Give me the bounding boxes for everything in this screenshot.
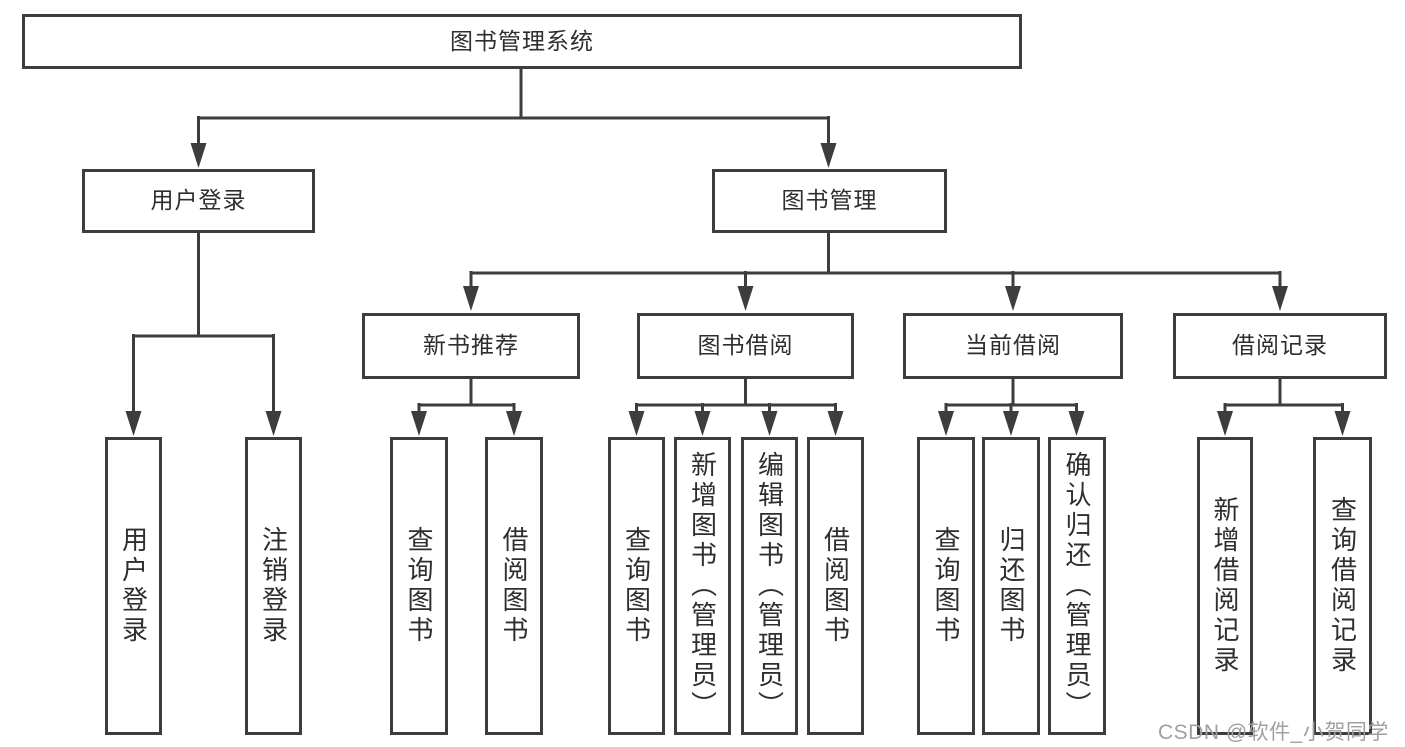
- leaf-logout: 注销登录: [245, 437, 302, 735]
- leaf-query-borrow-record: 查询借阅记录: [1313, 437, 1372, 735]
- leaf-confirm-return-admin: 确认归还（管理员）: [1048, 437, 1106, 735]
- leaf-borrow-books-recommend: 借阅图书: [485, 437, 543, 735]
- leaf-borrow-books-borrowing: 借阅图书: [807, 437, 864, 735]
- node-current-borrowing: 当前借阅: [903, 313, 1123, 379]
- node-new-book-recommend: 新书推荐: [362, 313, 580, 379]
- watermark: CSDN @软件_小贺同学: [1158, 721, 1389, 744]
- leaf-add-borrow-record: 新增借阅记录: [1197, 437, 1253, 735]
- node-user-login: 用户登录: [82, 169, 315, 233]
- node-borrow-records: 借阅记录: [1173, 313, 1387, 379]
- leaf-query-books-recommend: 查询图书: [390, 437, 448, 735]
- leaf-query-books-current: 查询图书: [917, 437, 975, 735]
- node-book-borrowing: 图书借阅: [637, 313, 854, 379]
- node-library-system: 图书管理系统: [22, 14, 1022, 69]
- leaf-user-login: 用户登录: [105, 437, 162, 735]
- leaf-return-book: 归还图书: [982, 437, 1040, 735]
- node-book-management: 图书管理: [712, 169, 947, 233]
- leaf-query-books-borrowing: 查询图书: [608, 437, 665, 735]
- leaf-add-book-admin: 新增图书（管理员）: [674, 437, 731, 735]
- leaf-edit-book-admin: 编辑图书（管理员）: [741, 437, 798, 735]
